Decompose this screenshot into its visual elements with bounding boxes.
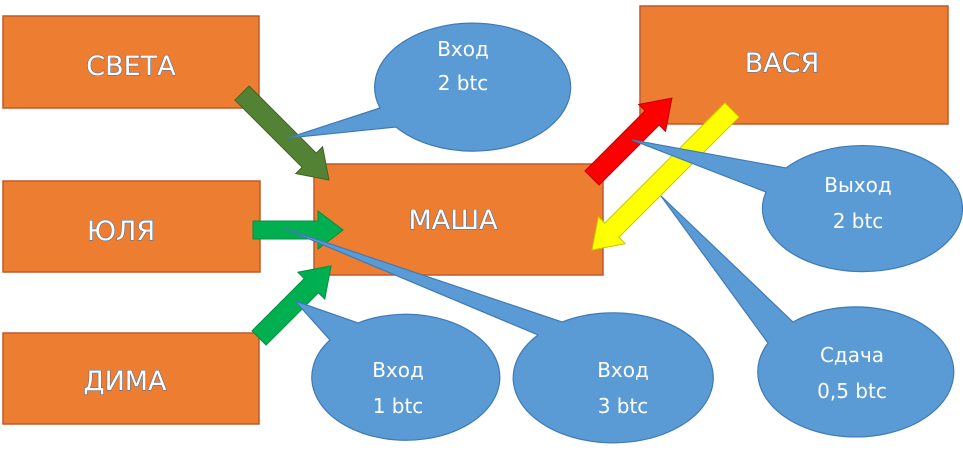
bubble-input-2btc-line2: 2 btc	[438, 71, 489, 95]
bubble-input-3btc: Вход 3 btc	[282, 227, 714, 444]
box-sveta: СВЕТА	[2, 15, 260, 109]
bubble-change-0-5btc: Сдача 0,5 btc	[660, 195, 955, 438]
box-vasya-label: ВАСЯ	[745, 48, 820, 79]
arrow-sveta-to-masha	[234, 85, 330, 181]
box-dima-rect	[2, 332, 260, 425]
bubble-output-2btc-shape	[631, 139, 963, 273]
arrow-yulya-to-masha-shape	[252, 209, 344, 251]
box-yulya: ЮЛЯ	[2, 180, 261, 273]
box-dima: ДИМА	[2, 332, 260, 425]
bubble-input-1btc-line1: Вход	[372, 358, 424, 382]
bubble-output-2btc: Выход 2 btc	[631, 139, 963, 273]
box-vasya-rect	[639, 5, 949, 125]
box-dima-label: ДИМА	[83, 366, 167, 397]
box-yulya-rect	[2, 180, 261, 273]
box-yulya-label: ЮЛЯ	[87, 216, 155, 247]
bubble-input-1btc-line2: 1 btc	[373, 394, 424, 418]
bubble-input-1btc-shape	[294, 300, 501, 441]
arrow-masha-to-vasya-output	[584, 97, 673, 186]
box-vasya: ВАСЯ	[639, 5, 949, 125]
bubble-change-0-5btc-line2: 0,5 btc	[817, 379, 887, 403]
arrow-masha-to-vasya-output-shape	[584, 97, 673, 186]
box-sveta-rect	[2, 15, 260, 109]
bubble-input-3btc-line2: 3 btc	[598, 394, 649, 418]
bubble-input-2btc-line1: Вход	[437, 37, 489, 61]
box-masha-label: МАША	[408, 205, 498, 236]
bubble-change-0-5btc-shape	[660, 195, 955, 438]
bubble-change-0-5btc-line1: Сдача	[820, 343, 884, 367]
bubble-input-2btc: Вход 2 btc	[287, 22, 572, 152]
bubble-input-1btc: Вход 1 btc	[294, 300, 501, 441]
box-sveta-label: СВЕТА	[86, 51, 176, 82]
bubble-input-3btc-shape	[282, 227, 714, 444]
bubble-input-2btc-shape	[287, 22, 572, 152]
arrow-yulya-to-masha	[252, 209, 344, 251]
arrow-sveta-to-masha-shape	[234, 85, 330, 181]
bubble-output-2btc-line1: Выход	[824, 173, 891, 197]
bubble-input-3btc-line1: Вход	[597, 358, 649, 382]
arrow-vasya-to-masha-change	[591, 102, 740, 251]
arrow-dima-to-masha-shape	[251, 265, 332, 346]
bubble-output-2btc-line2: 2 btc	[833, 209, 884, 233]
arrow-vasya-to-masha-change-shape	[591, 102, 740, 251]
arrow-dima-to-masha	[251, 265, 332, 346]
